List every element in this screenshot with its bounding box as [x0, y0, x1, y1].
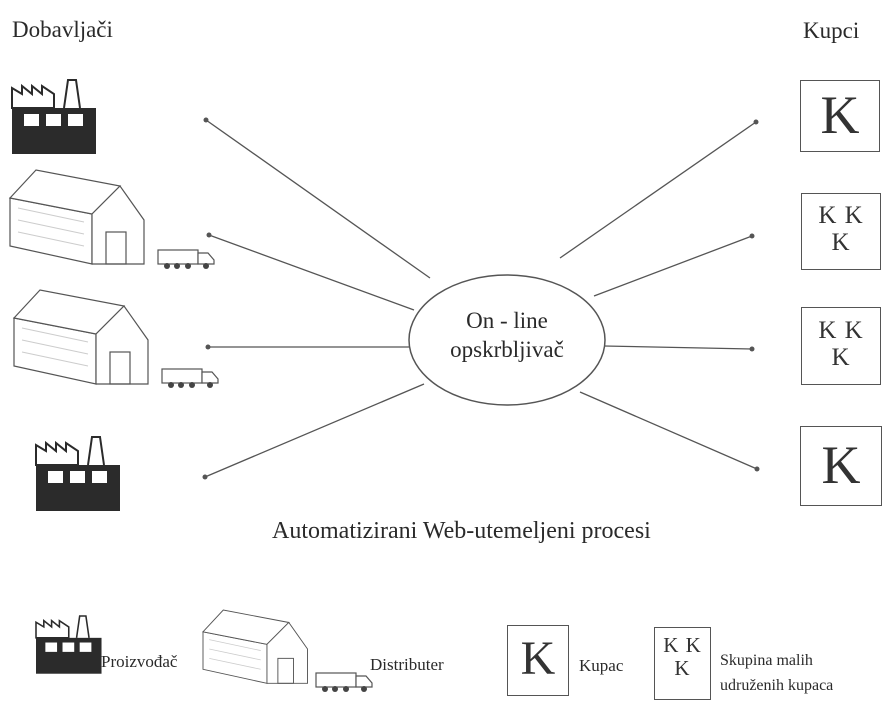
- warehouse-icon: [202, 609, 308, 684]
- hub-ellipse: [408, 274, 606, 406]
- customer-group-box: K K K: [801, 307, 881, 385]
- legend-group-label-line2: udruženih kupaca: [720, 677, 834, 694]
- customer-letter: K: [821, 435, 861, 495]
- endpoint-dot: [753, 119, 759, 125]
- legend-manufacturer-label: Proizvođač: [101, 652, 178, 671]
- factory-icon: [11, 79, 97, 155]
- hub-label-line1: On - line: [466, 308, 548, 333]
- legend-distributor-label: Distributer: [370, 655, 444, 674]
- endpoint-dot: [749, 233, 755, 239]
- connector-line: [593, 235, 753, 297]
- endpoint-dot: [754, 466, 760, 472]
- legend-group-label-line1: Skupina malih: [720, 652, 813, 669]
- warehouse-icon: [9, 169, 145, 265]
- customer-box: K: [800, 80, 880, 152]
- connector-line: [208, 234, 415, 311]
- legend-buyer-box: K: [507, 625, 569, 696]
- connector-line: [205, 119, 431, 279]
- customer-group-row1: K K: [818, 317, 864, 344]
- connector-line: [603, 345, 753, 350]
- truck-icon: [161, 368, 219, 389]
- truck-icon: [315, 672, 373, 693]
- customers-heading: Kupci: [803, 18, 860, 43]
- factory-icon: [35, 615, 103, 675]
- endpoint-dot: [205, 344, 211, 350]
- customer-group-row2: K: [831, 229, 851, 256]
- endpoint-dot: [749, 346, 755, 352]
- endpoint-dot: [206, 232, 212, 238]
- factory-icon: [35, 436, 121, 512]
- legend-buyer-label: Kupac: [579, 656, 624, 675]
- suppliers-heading: Dobavljači: [12, 17, 113, 42]
- legend-group-row1: K K: [663, 633, 702, 657]
- legend-buyer-letter: K: [520, 632, 556, 685]
- legend-group-row2: K: [674, 655, 691, 680]
- legend-group-box: K K K: [654, 627, 711, 700]
- customer-letter: K: [820, 85, 860, 145]
- warehouse-icon: [13, 289, 149, 385]
- truck-icon: [157, 249, 215, 270]
- customer-box: K: [800, 426, 882, 506]
- connector-line: [559, 121, 757, 259]
- connector-line: [579, 391, 758, 470]
- diagram-caption: Automatizirani Web-utemeljeni procesi: [272, 518, 651, 544]
- connector-line: [204, 383, 425, 478]
- customer-group-box: K K K: [801, 193, 881, 270]
- endpoint-dot: [202, 474, 208, 480]
- customer-group-row2: K: [831, 344, 851, 371]
- customer-group-row1: K K: [818, 202, 864, 229]
- endpoint-dot: [203, 117, 209, 123]
- hub-label-line2: opskrbljivač: [450, 337, 564, 362]
